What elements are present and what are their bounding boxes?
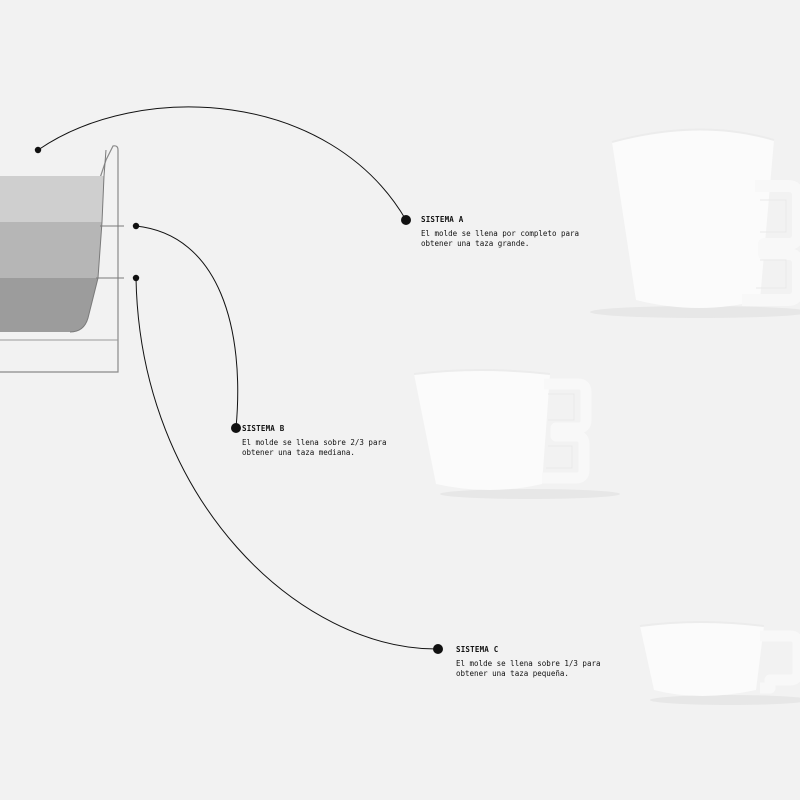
connector-c (132, 274, 443, 654)
system-c-title: SISTEMA C (456, 645, 499, 654)
medium-cup-icon (413, 369, 620, 499)
mold-level-2 (0, 222, 102, 278)
system-c-label: SISTEMA C El molde se llena sobre 1/3 pa… (456, 645, 656, 679)
system-c-desc-line-1: El molde se llena sobre 1/3 para (456, 659, 601, 668)
system-c-description: El molde se llena sobre 1/3 para obtener… (456, 659, 656, 679)
system-b-description: El molde se llena sobre 2/3 para obtener… (242, 438, 442, 458)
system-b-desc-line-2: obtener una taza mediana. (242, 448, 355, 457)
large-cup-icon (590, 128, 800, 318)
system-c-desc-line-2: obtener una taza pequeña. (456, 669, 569, 678)
system-b-title: SISTEMA B (242, 424, 285, 433)
mold-level-1 (0, 278, 98, 332)
mold-level-3 (0, 176, 104, 222)
system-b-label: SISTEMA B El molde se llena sobre 2/3 pa… (242, 424, 442, 458)
small-cup-icon (639, 621, 800, 705)
connector-b (132, 222, 241, 433)
system-a-title: SISTEMA A (421, 215, 464, 224)
system-a-description: El molde se llena por completo para obte… (421, 229, 621, 249)
system-a-desc-line-2: obtener una taza grande. (421, 239, 530, 248)
connector-a (34, 106, 411, 225)
system-b-desc-line-1: El molde se llena sobre 2/3 para (242, 438, 387, 447)
system-a-desc-line-1: El molde se llena por completo para (421, 229, 580, 238)
mold-cross-section-icon (0, 145, 124, 373)
system-a-label: SISTEMA A El molde se llena por completo… (421, 215, 621, 249)
